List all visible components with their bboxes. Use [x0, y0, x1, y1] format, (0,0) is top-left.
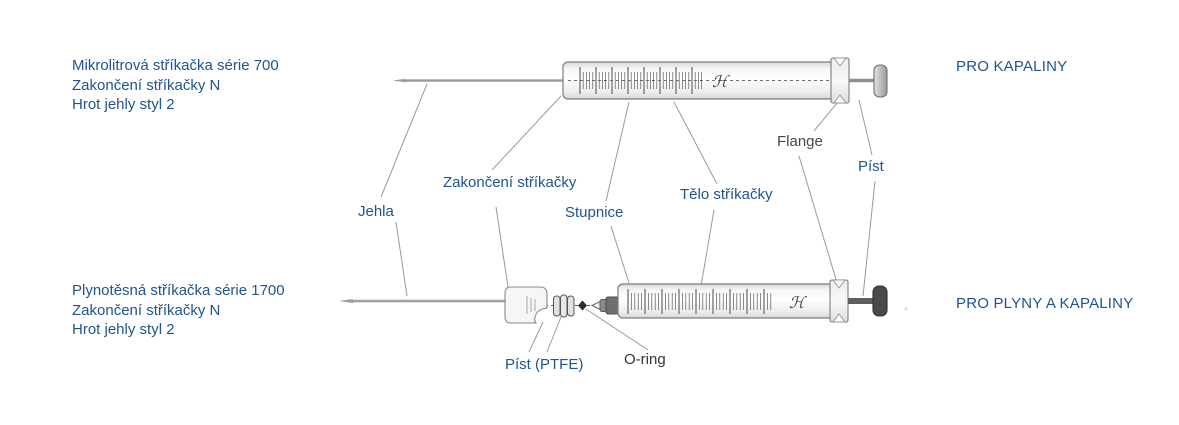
leader-lines: [380, 83, 876, 353]
brand-logo-bottom: ℋ: [789, 293, 807, 312]
label-syringe-termination: Zakončení stříkačky: [443, 174, 577, 191]
barrel-bottom: [617, 283, 839, 319]
usage-label-liquids: PRO KAPALINY: [956, 58, 1068, 75]
flange-bottom: [829, 279, 849, 323]
plunger-knob-top: [873, 64, 888, 98]
needle-bottom: [339, 299, 506, 303]
brand-logo-top: ℋ: [712, 72, 730, 91]
plunger-tip-assembly: [590, 296, 620, 315]
o-ring-shape: [578, 300, 587, 311]
syringe-700-drawing: ℋ: [393, 57, 888, 104]
label-o-ring: O-ring: [624, 351, 666, 368]
stray-dot: [904, 307, 908, 311]
flange-top: [830, 57, 850, 104]
scale-ticks-top: [579, 67, 702, 94]
barrel-top: [562, 61, 836, 100]
label-barrel: Tělo stříkačky: [680, 186, 773, 203]
syringe-1700-title-line3: Hrot jehly styl 2: [72, 321, 175, 338]
needle-top: [393, 78, 565, 83]
syringe-1700-drawing: ℋ: [339, 279, 908, 324]
plunger-knob-bottom: [872, 285, 888, 317]
syringe-1700-title-line2: Zakončení stříkačky N: [72, 301, 221, 319]
ptfe-seal-rings: [553, 294, 575, 318]
syringe-700-title-line1: Mikrolitrová stříkačka série 700: [72, 57, 279, 74]
ptfe-plunger-plug: [504, 286, 548, 324]
syringe-1700-title-line1: Plynotěsná stříkačka série 1700: [72, 282, 285, 299]
label-needle: Jehla: [358, 203, 394, 220]
scale-ticks-bottom: [627, 289, 772, 314]
usage-label-gases-liquids: PRO PLYNY A KAPALINY: [956, 295, 1134, 312]
syringe-700-title-line3: Hrot jehly styl 2: [72, 96, 175, 113]
syringe-1700-title: Plynotěsná stříkačka série 1700 Zakončen…: [72, 281, 285, 340]
syringe-700-title-line2: Zakončení stříkačky N: [72, 76, 221, 94]
label-flange: Flange: [777, 133, 823, 150]
label-scale: Stupnice: [565, 204, 624, 221]
label-plunger-ptfe: Píst (PTFE): [505, 356, 584, 373]
syringe-700-title: Mikrolitrová stříkačka série 700 Zakonče…: [72, 56, 279, 115]
label-plunger: Píst: [858, 158, 884, 175]
